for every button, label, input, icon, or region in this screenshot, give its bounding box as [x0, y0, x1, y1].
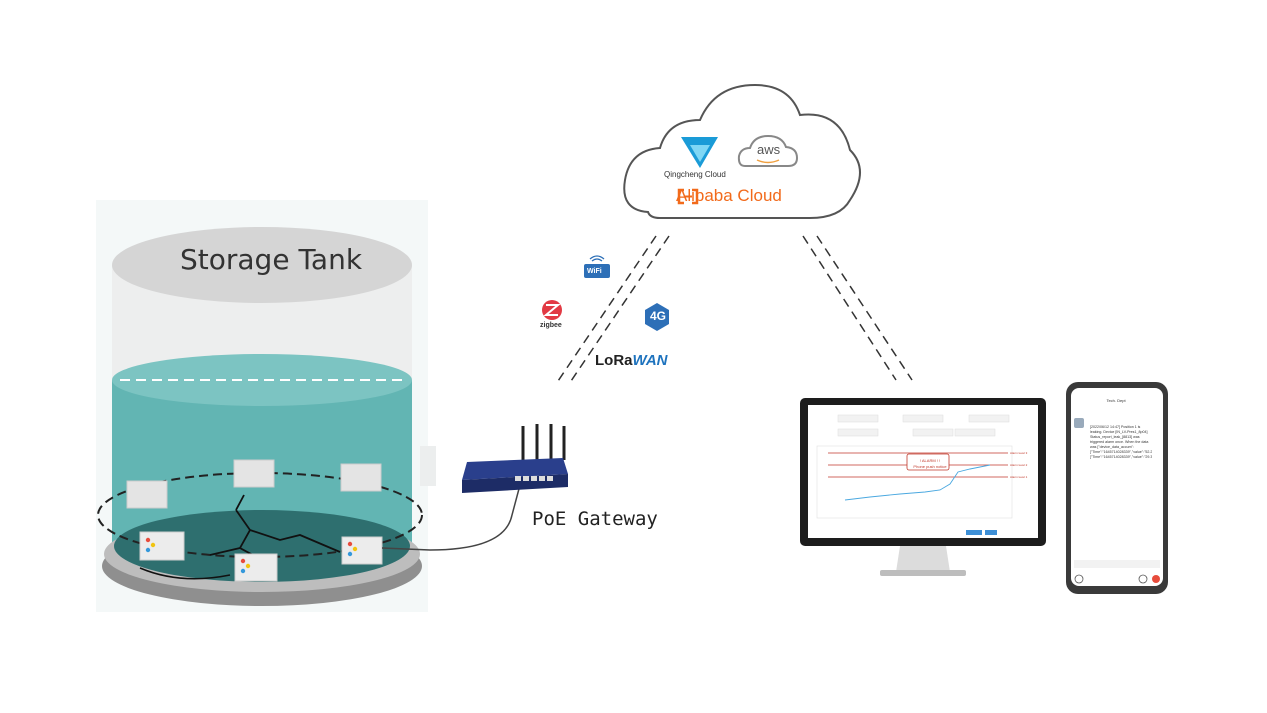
alarm-popup-text: ! ALARM ! ! Phone push notice: [912, 458, 948, 470]
qingcheng-logo-accent: [690, 145, 710, 162]
sensor-device: [126, 480, 168, 509]
tank-side-panel: [420, 446, 436, 486]
dashboard-query-button: [966, 530, 982, 535]
link-right-b: [816, 235, 913, 381]
wifi-arcs-icon: [589, 255, 605, 262]
dashboard-reset-button: [985, 530, 997, 535]
poe-gateway-label: PoE Gateway: [532, 508, 658, 530]
alarm-level-label: Alarm level 1: [1010, 475, 1028, 479]
sensor-device-led: [234, 553, 278, 582]
wifi-label: WiFi: [587, 268, 602, 275]
alarm-level-label: Alarm level 3: [1010, 451, 1028, 455]
smartphone: [1066, 382, 1168, 594]
tank-top-ellipse: [112, 227, 412, 303]
alarm-popup: [906, 453, 950, 471]
tank-water-surface: [112, 354, 412, 406]
lorawan-label: LoRaWAN: [595, 352, 668, 369]
alarm-subtitle: Phone push notice: [913, 464, 947, 469]
link-right-a: [802, 235, 897, 381]
lora-suffix: WAN: [632, 352, 668, 369]
qingcheng-cloud-label: Qingcheng Cloud: [664, 170, 726, 179]
dashboard-filters: [837, 414, 1010, 437]
aws-cloud-icon: [737, 134, 799, 167]
phone-chat-title: Tech. Dept: [1106, 398, 1126, 403]
sensor-cable: [139, 567, 231, 580]
gateway-cable: [381, 484, 521, 551]
sensor-trend-line: [844, 464, 991, 501]
lora-prefix: LoRa: [595, 352, 633, 369]
alarm-level-label: Alarm level 2: [1010, 463, 1028, 467]
fourg-icon: [645, 303, 669, 331]
tank-floor: [114, 510, 410, 582]
aws-label: aws: [757, 142, 781, 157]
alibaba-cloud-label: Alibaba Cloud: [676, 186, 782, 205]
zigbee-z-icon: [543, 304, 561, 316]
leak-crack: [209, 494, 341, 561]
sensor-device: [233, 459, 275, 488]
sensor-device: [340, 463, 382, 492]
zigbee-label: zigbee: [540, 322, 562, 329]
phone-alarm-message: [2022/06/12 14:47] Position 1 is leaking…: [1090, 425, 1152, 459]
storage-tank-label: Storage Tank: [180, 243, 363, 276]
sensor-device-led: [341, 536, 383, 565]
alarm-title: ! ALARM ! !: [919, 458, 941, 463]
alibaba-logo-icon: [677, 188, 699, 205]
sensor-device-led: [139, 531, 185, 561]
wifi-icon: [584, 264, 610, 278]
fourg-label: 4G: [650, 309, 667, 323]
aws-smile-icon: [756, 159, 780, 164]
poe-gateway-device: [462, 424, 568, 493]
